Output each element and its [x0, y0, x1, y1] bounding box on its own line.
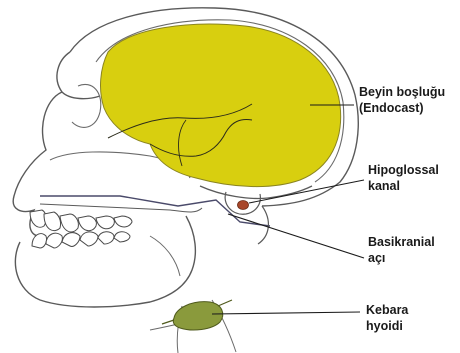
hyoid-bone — [173, 302, 223, 330]
palate-line — [40, 204, 202, 212]
label-endocast-line1: Beyin boşluğu — [359, 84, 445, 100]
label-basicranial-line2: açı — [368, 250, 435, 266]
brow-ridge — [57, 52, 100, 99]
label-hyoid-line2: hyoidi — [366, 318, 408, 334]
leader-hyoid — [212, 312, 360, 314]
label-hypoglossal-line2: kanal — [368, 178, 439, 194]
label-endocast-line2: (Endocast) — [359, 100, 445, 116]
lower-teeth — [32, 232, 130, 248]
label-hypoglossal-line1: Hipoglossal — [368, 162, 439, 178]
label-endocast: Beyin boşluğu (Endocast) — [359, 84, 445, 116]
label-hypoglossal: Hipoglossal kanal — [368, 162, 439, 194]
hypoglossal-canal — [238, 201, 249, 210]
upper-teeth — [30, 210, 132, 232]
eye-orbit — [72, 84, 101, 127]
label-hyoid-line1: Kebara — [366, 302, 408, 318]
mandible — [15, 216, 195, 307]
label-basicranial-line1: Basikranial — [368, 234, 435, 250]
endocast-shape — [101, 24, 341, 186]
label-hyoid: Kebara hyoidi — [366, 302, 408, 334]
label-basicranial: Basikranial açı — [368, 234, 435, 266]
mandible-ramus — [150, 236, 180, 276]
skull-base — [200, 186, 312, 199]
leader-basicranial — [228, 214, 364, 258]
